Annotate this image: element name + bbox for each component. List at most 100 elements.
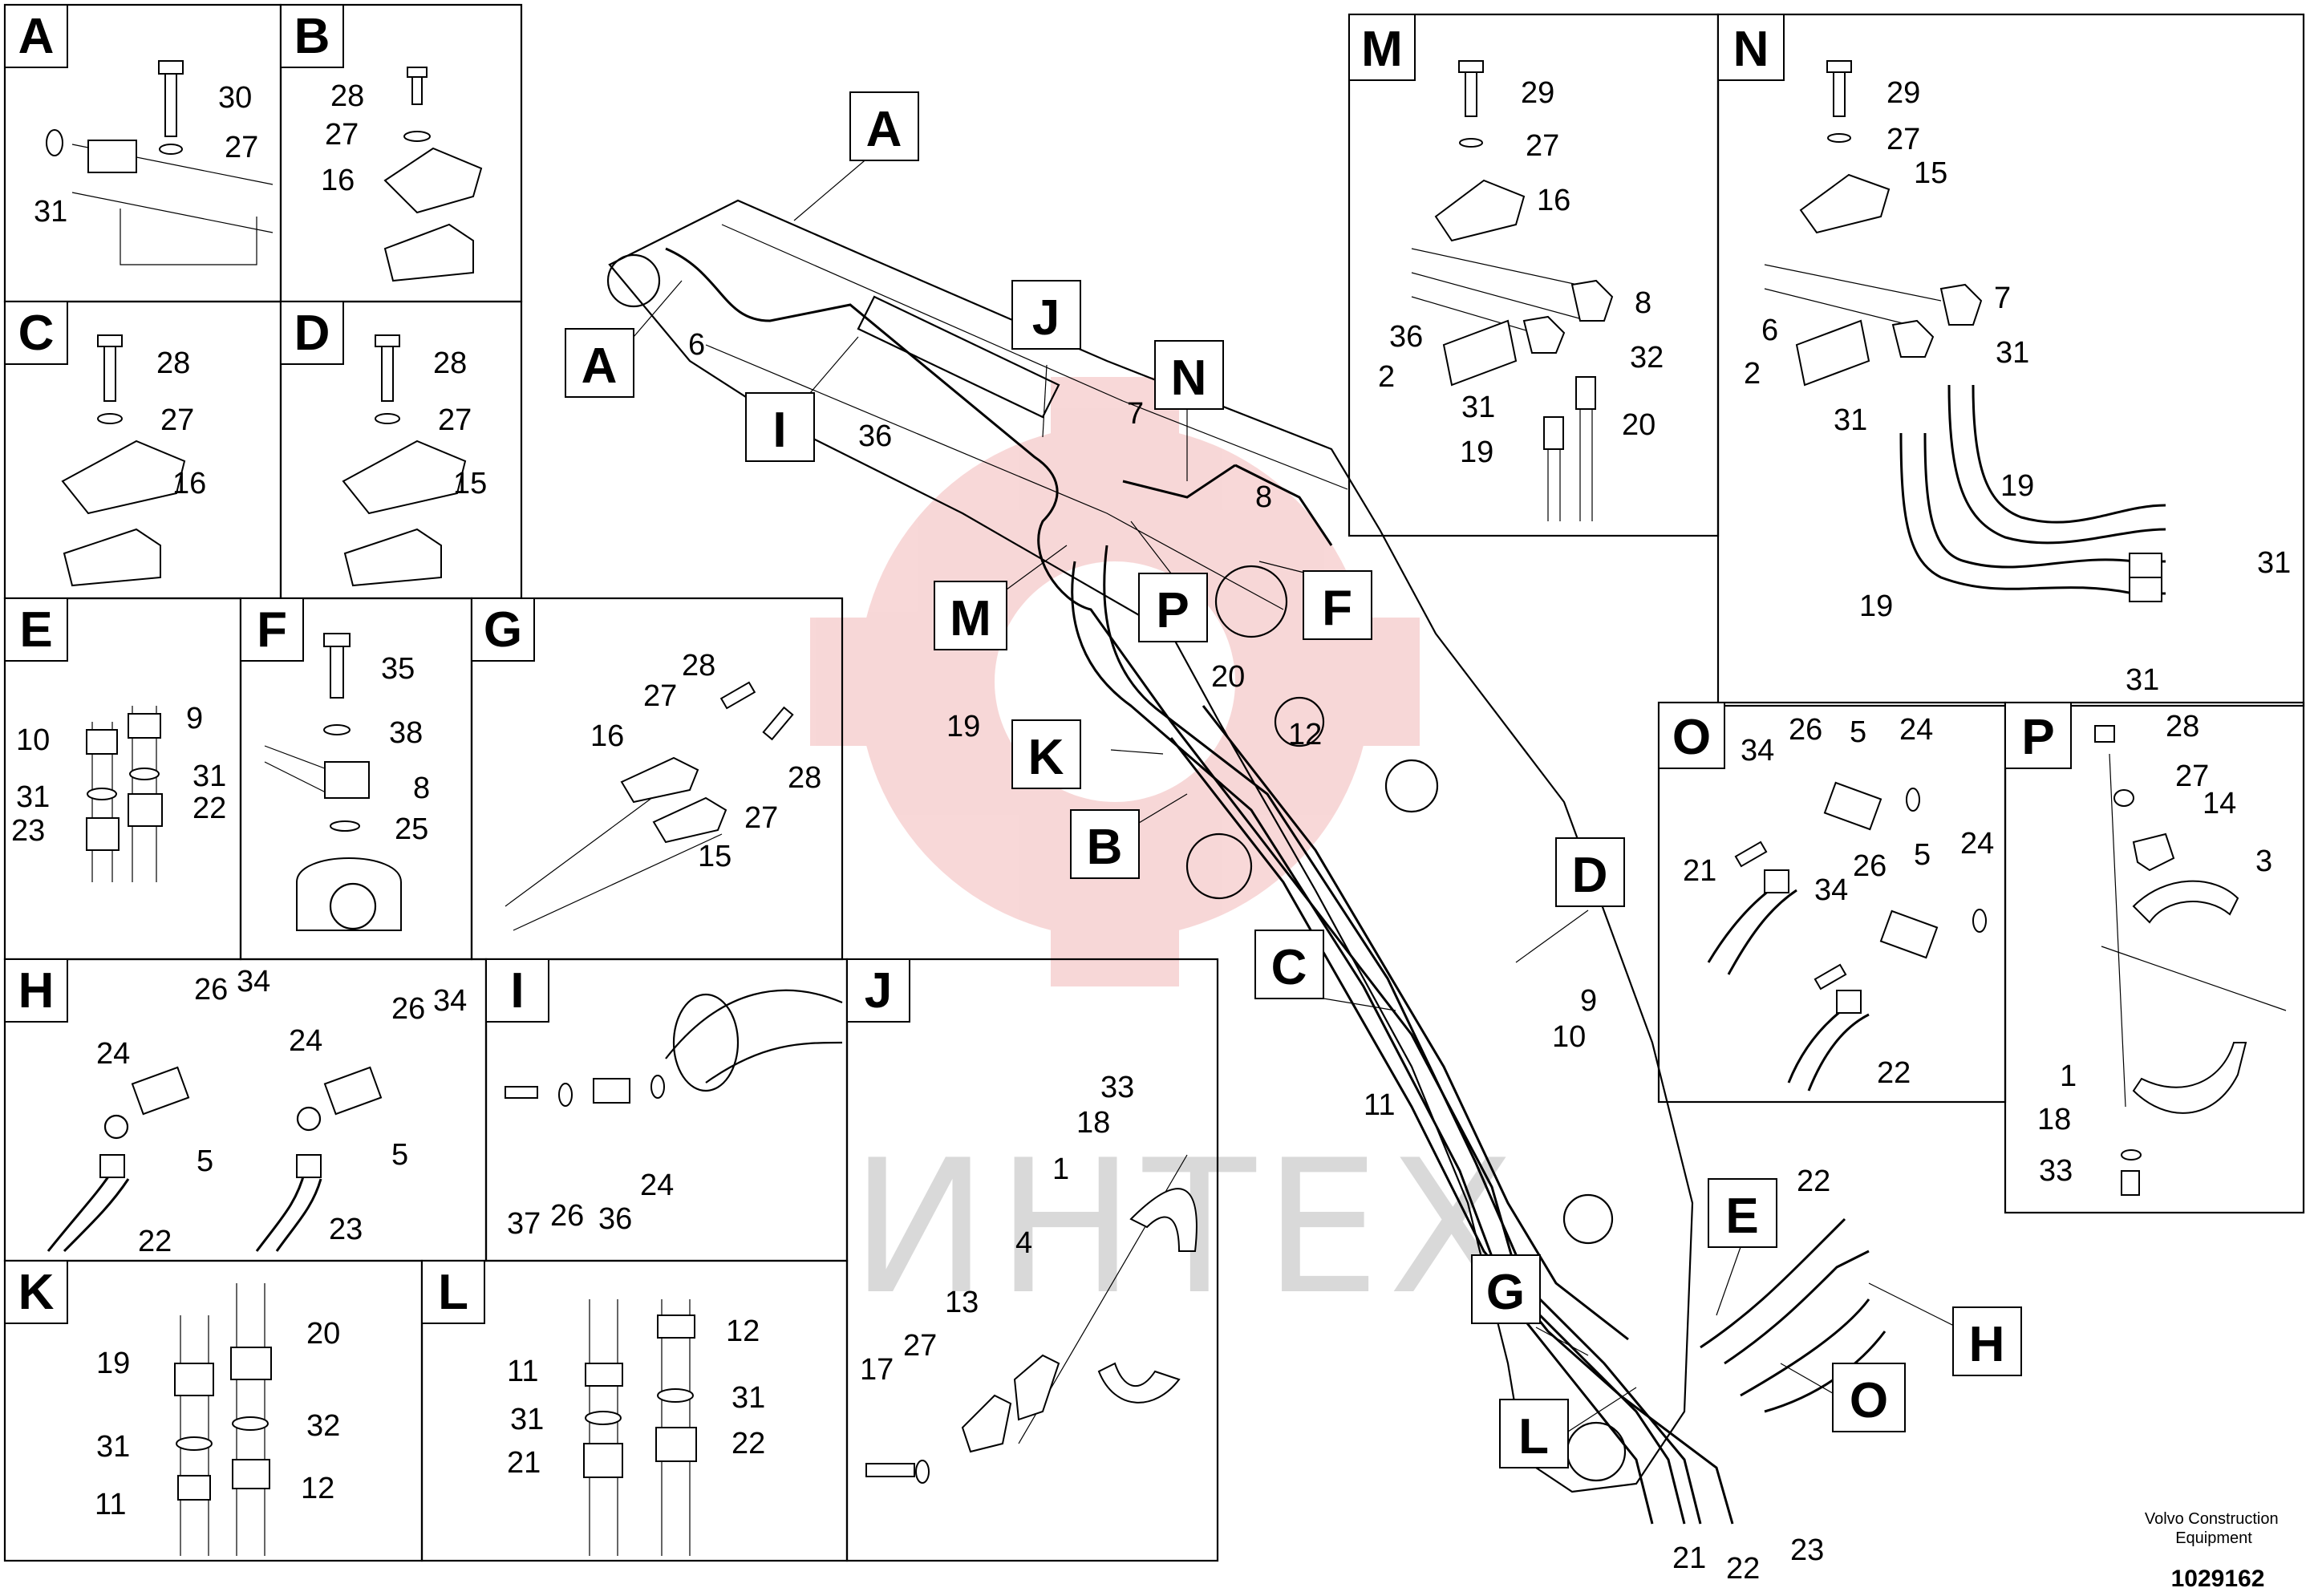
callout-o[interactable]: O [1832, 1363, 1906, 1432]
detail-panel-j: J 33 18 1 4 13 17 27 [845, 958, 1219, 1562]
part-number: 26 [194, 973, 228, 1007]
part-number: 28 [156, 346, 190, 380]
callout-e[interactable]: E [1708, 1178, 1777, 1248]
panel-letter: O [1672, 710, 1711, 765]
callout-n[interactable]: N [1154, 340, 1224, 410]
part-number: 33 [1100, 1071, 1134, 1104]
detail-panel-g: G 28 27 16 28 27 15 [470, 597, 844, 961]
part-number: 34 [1741, 734, 1774, 768]
part-number: 29 [1886, 76, 1920, 110]
part-number: 24 [1960, 827, 1994, 861]
part-number: 24 [289, 1024, 322, 1058]
callout-pointers [633, 152, 1958, 1432]
part-number: 27 [744, 801, 778, 835]
detail-panel-c: C 28 27 16 [3, 300, 282, 600]
part-number: 8 [1255, 480, 1272, 514]
part-number: 35 [381, 652, 415, 686]
part-number: 31 [16, 780, 50, 814]
part-number: 19 [1859, 589, 1893, 623]
detail-panel-l: L 11 12 31 31 21 22 [420, 1259, 849, 1562]
part-number: 37 [507, 1207, 541, 1241]
part-number: 20 [306, 1317, 340, 1351]
panel-letter: I [510, 963, 524, 1019]
panel-letter: M [1361, 22, 1403, 77]
callout-a-top[interactable]: A [849, 91, 919, 161]
part-number: 16 [590, 719, 624, 753]
part-number: 23 [11, 814, 45, 848]
callout-g[interactable]: G [1471, 1254, 1541, 1324]
callout-label: E [1725, 1189, 1758, 1244]
part-number: 36 [858, 419, 892, 453]
callout-label: O [1850, 1373, 1888, 1428]
panel-letter: K [18, 1265, 55, 1320]
part-number: 26 [391, 992, 425, 1026]
detail-panel-e: E 10 9 31 31 23 22 [3, 597, 242, 961]
part-number: 20 [1622, 408, 1656, 442]
part-number: 9 [1580, 984, 1597, 1018]
part-number: 27 [1886, 123, 1920, 156]
part-number: 27 [225, 131, 258, 164]
part-number: 28 [433, 346, 467, 380]
part-number: 27 [160, 403, 194, 437]
callout-l[interactable]: L [1499, 1399, 1569, 1468]
callout-i[interactable]: I [745, 392, 815, 462]
figure-id: 1029162 [2171, 1566, 2265, 1592]
callout-j[interactable]: J [1011, 280, 1081, 350]
part-number: 31 [1834, 403, 1867, 437]
part-number: 31 [732, 1381, 765, 1415]
detail-panel-b: B 28 27 16 [279, 3, 523, 303]
part-number: 7 [1994, 282, 2011, 315]
part-number: 19 [2000, 469, 2034, 503]
callout-label: K [1028, 730, 1064, 785]
part-number: 24 [1899, 713, 1933, 747]
callout-f[interactable]: F [1303, 570, 1372, 640]
part-number: 5 [1914, 838, 1931, 872]
part-number: 6 [688, 328, 705, 362]
callout-c[interactable]: C [1254, 930, 1324, 999]
part-number: 12 [1288, 718, 1322, 751]
callout-b[interactable]: B [1070, 809, 1140, 879]
part-number: 28 [2166, 710, 2199, 743]
panel-letter: D [294, 306, 330, 361]
detail-panel-a: A 30 27 31 [3, 3, 282, 303]
part-number: 38 [389, 716, 423, 750]
detail-panel-m: M 29 27 16 8 36 32 2 31 20 19 [1348, 13, 1720, 537]
part-number: 9 [186, 702, 203, 735]
part-number: 34 [433, 984, 467, 1018]
panel-letter: J [865, 963, 892, 1019]
callout-label: F [1322, 581, 1352, 636]
panel-letter: E [19, 602, 52, 658]
part-number: 15 [1914, 156, 1947, 190]
callout-d[interactable]: D [1555, 837, 1625, 907]
main-callouts: A A I J N M P F K B C D E G L O H [565, 91, 2022, 1468]
callout-label: C [1271, 940, 1307, 995]
part-number: 33 [2039, 1154, 2073, 1188]
part-number: 10 [16, 723, 50, 757]
part-number: 21 [507, 1446, 541, 1480]
part-number: 29 [1521, 76, 1554, 110]
boom-assembly-drawing [606, 199, 1886, 1525]
detail-panel-i: I 37 26 36 24 [484, 958, 849, 1262]
callout-a-left[interactable]: A [565, 328, 634, 398]
part-number: 27 [325, 118, 359, 152]
callout-m[interactable]: M [934, 581, 1007, 650]
callout-h[interactable]: H [1952, 1306, 2022, 1376]
callout-p[interactable]: P [1138, 573, 1208, 642]
part-number: 23 [1790, 1533, 1824, 1567]
callout-k[interactable]: K [1011, 719, 1081, 789]
part-number: 10 [1552, 1020, 1586, 1054]
part-number: 11 [1364, 1088, 1395, 1122]
part-number: 8 [413, 772, 430, 805]
panel-letter: P [2021, 710, 2054, 765]
callout-label: B [1087, 820, 1123, 875]
panel-letter: N [1733, 22, 1769, 77]
part-number: 20 [1211, 660, 1245, 694]
detail-panel-p: P 28 27 14 3 1 18 33 [2004, 701, 2305, 1214]
part-number: 34 [1814, 873, 1848, 907]
callout-label: M [950, 591, 991, 646]
part-number: 8 [1635, 286, 1651, 320]
part-number: 26 [550, 1199, 584, 1233]
panel-letter: C [18, 306, 55, 361]
detail-panel-h: H 26 34 26 34 24 24 5 5 22 23 [3, 958, 488, 1262]
gear-watermark-icon [810, 377, 1420, 986]
